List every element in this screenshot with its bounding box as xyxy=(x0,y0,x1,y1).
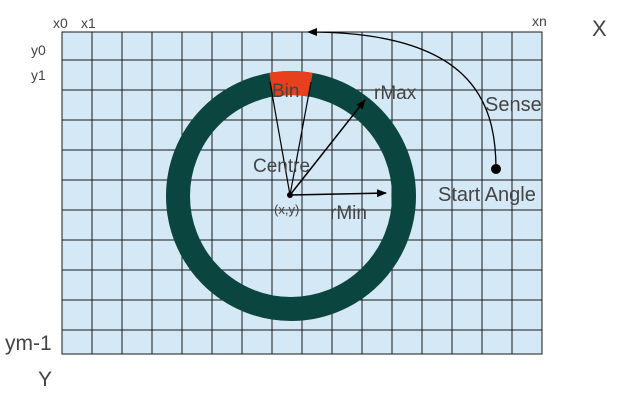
x1-label: x1 xyxy=(81,15,96,31)
centre-point xyxy=(287,192,293,198)
rmin-label: rMin xyxy=(330,203,367,224)
xn-label: xn xyxy=(532,13,547,29)
sense-label: Sense xyxy=(485,94,542,116)
start-angle-label: Start Angle xyxy=(438,184,536,206)
sense-arrow xyxy=(307,28,497,170)
centre-coords-label: (x,y) xyxy=(274,202,299,217)
x-axis-label: X xyxy=(592,16,607,41)
start-angle-point xyxy=(491,164,501,174)
bin-ray-left xyxy=(269,81,291,196)
rmax-label: rMax xyxy=(374,83,417,104)
ym1-label: ym-1 xyxy=(5,332,52,355)
x0-label: x0 xyxy=(53,15,68,31)
y0-label: y0 xyxy=(31,42,46,58)
rmin-arrow xyxy=(289,189,387,198)
bin-label: Bin xyxy=(272,81,299,102)
y1-label: y1 xyxy=(31,67,46,83)
bin-ray-right xyxy=(289,81,312,196)
centre-label: Centre xyxy=(253,156,310,177)
bin-sector xyxy=(269,71,313,97)
rmax-arrow xyxy=(289,99,366,196)
y-axis-label: Y xyxy=(38,368,52,391)
